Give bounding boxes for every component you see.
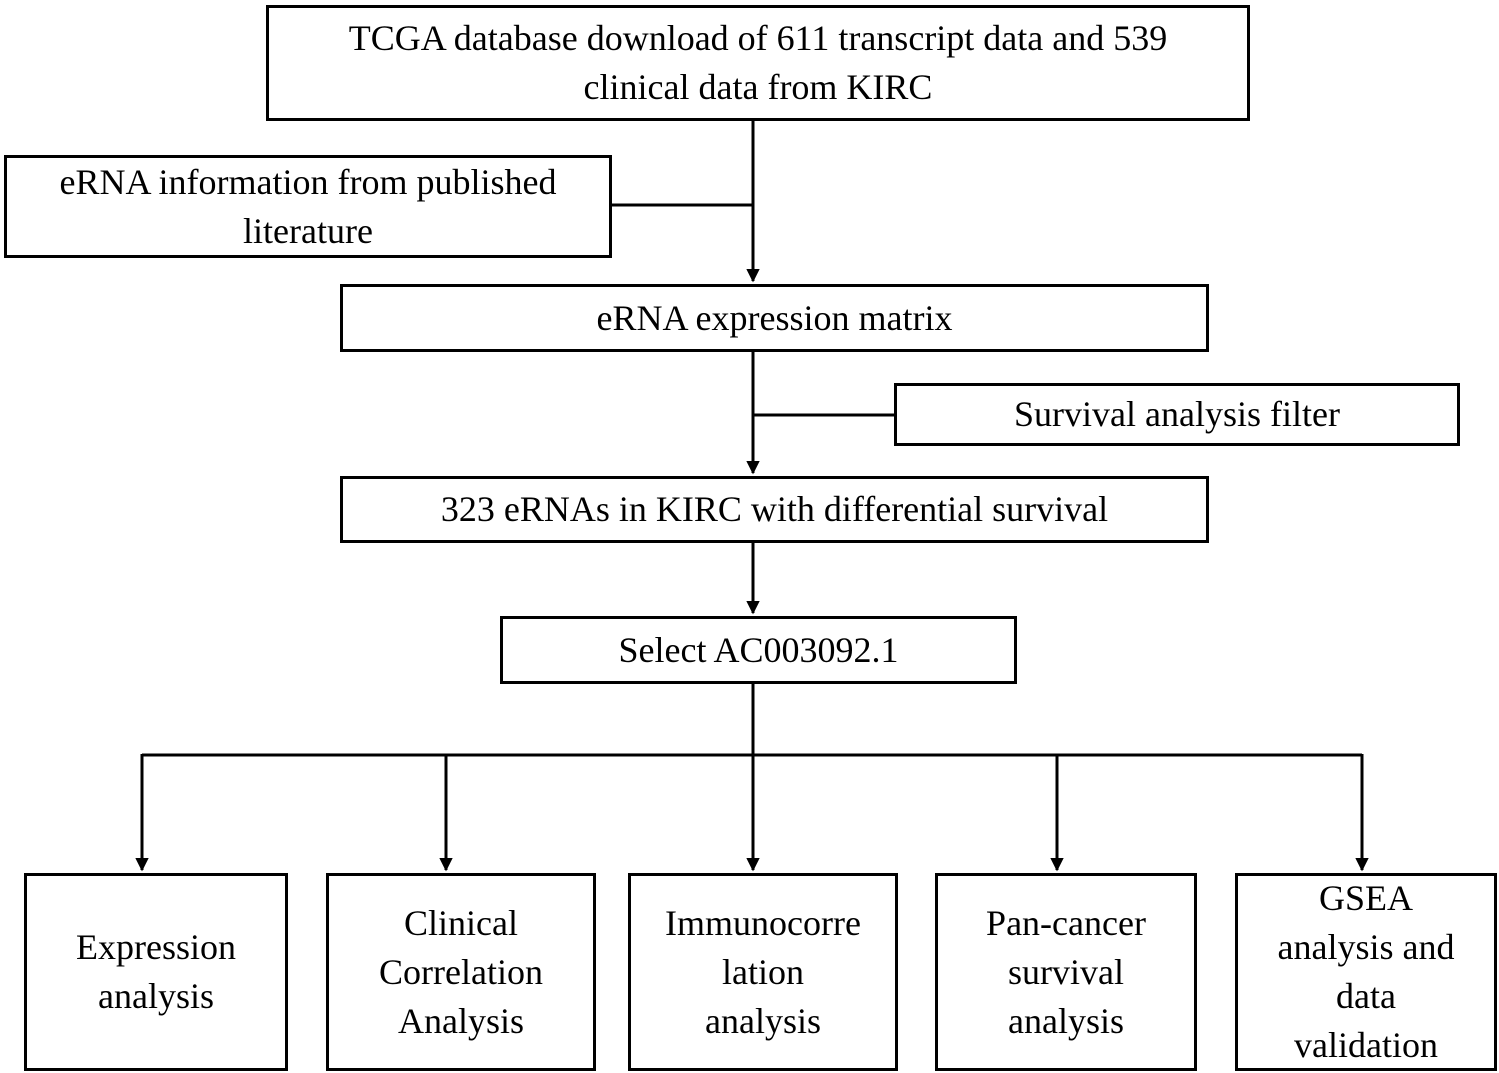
node-survival-ernas: 323 eRNAs in KIRC with differential surv…: [340, 476, 1209, 543]
node-survival-ernas-label: 323 eRNAs in KIRC with differential surv…: [440, 489, 1109, 529]
node-matrix-label: eRNA expression matrix: [596, 297, 953, 338]
node-clinical-correlation: Clinical Correlation Analysis: [326, 873, 596, 1071]
node-erna-literature: eRNA information from published literatu…: [4, 155, 612, 258]
node-tcga-label: TCGA database download of 611 transcript…: [348, 18, 1168, 107]
node-clinical-label: Clinical Correlation Analysis: [379, 902, 543, 1041]
node-survival-filter: Survival analysis filter: [894, 383, 1460, 446]
node-pancancer-label: Pan-cancer survival analysis: [986, 902, 1146, 1041]
node-pancancer-survival: Pan-cancer survival analysis: [935, 873, 1197, 1071]
node-tcga-download: TCGA database download of 611 transcript…: [266, 5, 1250, 121]
node-immunocorrelation: Immunocorre lation analysis: [628, 873, 898, 1071]
node-gsea-validation: GSEA analysis and data validation: [1235, 873, 1497, 1071]
node-select-erna: Select AC003092.1: [500, 616, 1017, 684]
node-filter-label: Survival analysis filter: [1014, 394, 1340, 434]
node-immuno-label: Immunocorre lation analysis: [665, 902, 861, 1041]
node-select-label: Select AC003092.1: [618, 629, 899, 670]
node-expression-label: Expression analysis: [76, 927, 236, 1016]
node-expression-analysis: Expression analysis: [24, 873, 288, 1071]
node-expression-matrix: eRNA expression matrix: [340, 284, 1209, 352]
node-literature-label: eRNA information from published literatu…: [59, 161, 557, 251]
node-gsea-label: GSEA analysis and data validation: [1277, 878, 1455, 1065]
